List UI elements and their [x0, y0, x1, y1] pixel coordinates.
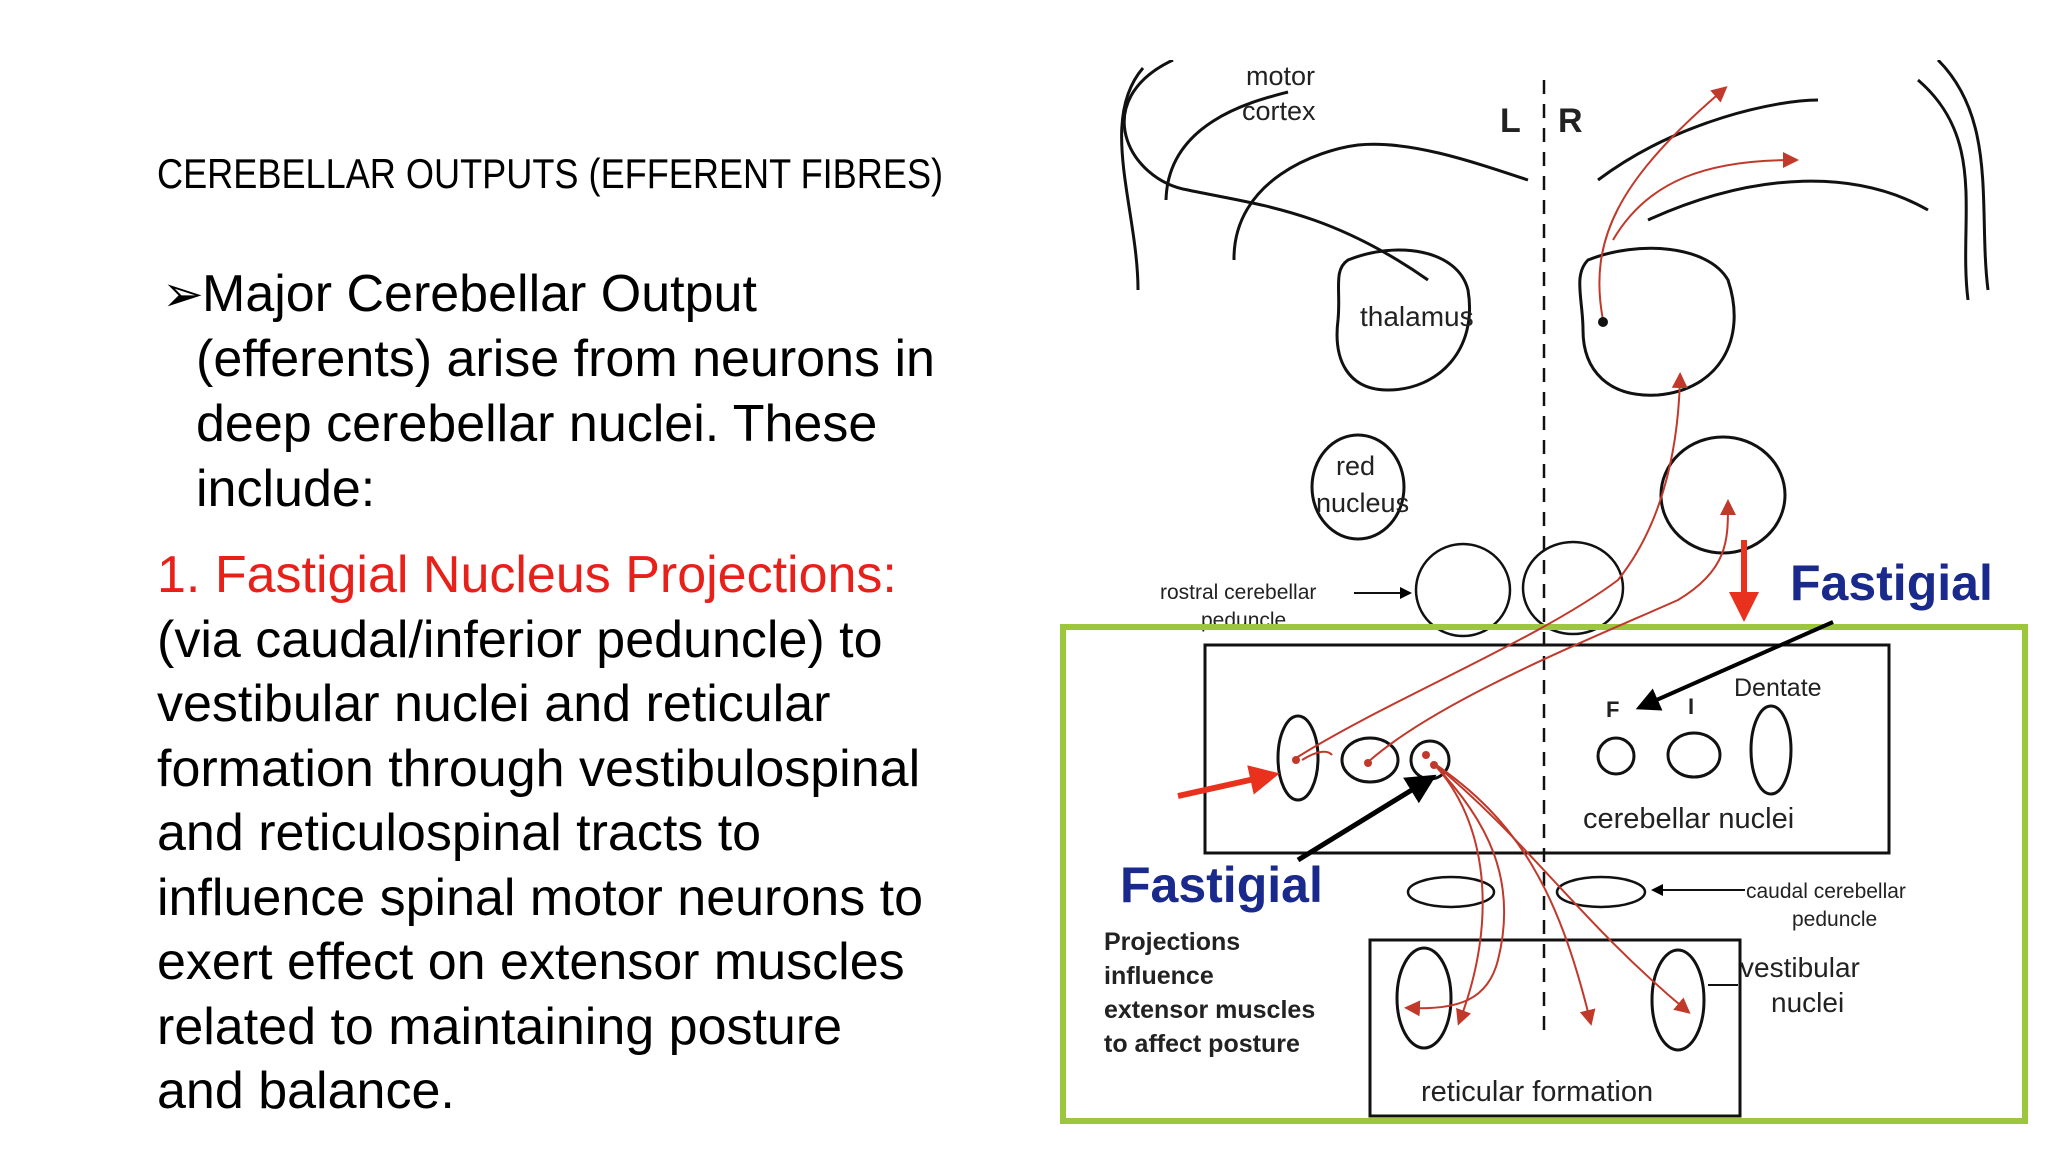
input-red-arrow [1177, 765, 1280, 799]
fastigial-section: 1. Fastigial Nucleus Projections: (via c… [157, 543, 1037, 1124]
fastigial-bottom-pointer [1296, 774, 1437, 863]
section-line: (via caudal/inferior peduncle) to [157, 610, 883, 669]
section-line: exert effect on extensor muscles [157, 933, 905, 991]
section-line: related to maintaining posture [157, 997, 843, 1056]
projections-line: extensor muscles [1104, 996, 1315, 1024]
reticular-formation-label: reticular formation [1421, 1076, 1653, 1108]
left-dentate-nucleus [1276, 714, 1320, 802]
section-line: vestibular nuclei and reticular [157, 675, 831, 733]
projections-line: to affect posture [1104, 1030, 1300, 1058]
bullet-line: Major Cerebellar Output [202, 265, 757, 323]
motor-cortex-label: motor [1246, 61, 1315, 91]
right-thalamus [1578, 246, 1736, 397]
left-red-nucleus [1310, 433, 1406, 541]
motor-cortex-label: cortex [1242, 96, 1316, 126]
right-side-label: R [1558, 102, 1583, 140]
vestibular-nuclei-label: nuclei [1771, 987, 1844, 1018]
right-vestibular-nucleus [1650, 948, 1706, 1052]
right-interposed-nucleus [1666, 731, 1722, 779]
vestibular-nuclei-label: vestibular [1740, 952, 1860, 983]
left-caudal-peduncle [1406, 875, 1496, 909]
red-nucleus-label: nucleus [1316, 488, 1409, 518]
bullet-arrow-icon: ➢ [162, 266, 204, 322]
thalamus-label: thalamus [1360, 301, 1474, 332]
caudal-peduncle-label: caudal cerebellar [1746, 880, 1906, 903]
section-line: formation through vestibulospinal [157, 739, 921, 798]
bullet-text: Major Cerebellar Output (efferents) aris… [196, 262, 1032, 522]
dentate-label: Dentate [1734, 674, 1822, 702]
left-side-label: L [1500, 102, 1521, 140]
red-nucleus-label: red [1336, 451, 1375, 481]
nucleus-f-label: F [1606, 697, 1619, 722]
rostral-peduncle-label: rostral cerebellar [1160, 581, 1316, 604]
cerebellar-nuclei-box [1203, 643, 1891, 855]
cerebellar-pathway-diagram: motor cortex L R thalamus red nucleus ro… [1058, 60, 2048, 1152]
efferent-fibers [1295, 86, 1799, 1026]
caudal-peduncle-label: peduncle [1792, 908, 1877, 931]
fastigial-label-top: Fastigial [1790, 555, 1993, 611]
left-thalamus [1335, 248, 1471, 392]
right-caudal-peduncle [1555, 875, 1647, 909]
left-interposed-nucleus [1340, 736, 1400, 784]
bullet-line: (efferents) arise from neurons in [196, 330, 935, 388]
section-line: and balance. [157, 1062, 455, 1120]
fastigial-top-pointer [1635, 620, 1834, 711]
bullet-line: deep cerebellar nuclei. These [196, 395, 878, 453]
projections-note: Projections influence extensor muscles t… [1104, 928, 1315, 1058]
bullet-line: include: [196, 460, 376, 518]
cerebellar-nuclei-label: cerebellar nuclei [1583, 803, 1794, 835]
right-red-nucleus [1659, 435, 1787, 555]
slide-title: CEREBELLAR OUTPUTS (EFFERENT FIBRES) [157, 150, 944, 197]
nucleus-i-label: I [1688, 694, 1694, 719]
section-heading: 1. Fastigial Nucleus Projections: [157, 546, 897, 604]
right-dentate-nucleus [1749, 704, 1793, 796]
right-rostral-peduncle [1521, 540, 1625, 636]
left-rostral-peduncle [1414, 542, 1512, 638]
diagram-svg: motor cortex L R thalamus red nucleus ro… [1060, 60, 2028, 1124]
left-vestibular-nucleus [1395, 946, 1453, 1050]
section-line: and reticulospinal tracts to [157, 804, 762, 862]
section-line: influence spinal motor neurons to [157, 868, 924, 927]
projections-line: influence [1104, 962, 1214, 990]
nucleus-origin-dots [1292, 751, 1438, 769]
projections-line: Projections [1104, 928, 1240, 956]
fastigial-label-bottom: Fastigial [1120, 857, 1323, 913]
thalamus-relay-dot [1598, 317, 1608, 327]
motor-cortex-outline [1120, 60, 1990, 301]
reticular-formation-box [1368, 938, 1742, 1118]
right-fastigial-nucleus [1596, 736, 1636, 776]
intro-bullet: ➢ Major Cerebellar Output (efferents) ar… [162, 262, 1032, 522]
